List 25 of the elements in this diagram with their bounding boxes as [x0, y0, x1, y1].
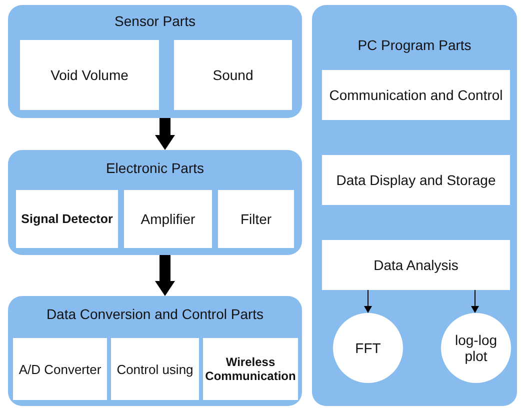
group-panel [8, 5, 302, 118]
panel-heading: Sensor Parts [114, 13, 196, 29]
group-panel [8, 296, 302, 406]
group-panel [312, 5, 517, 406]
component-box: Communication and Control [322, 70, 510, 120]
panel-heading: Electronic Parts [104, 160, 206, 176]
arrow [364, 290, 372, 313]
arrow [155, 118, 175, 150]
panel-heading: Data Conversion and Control Parts [45, 306, 265, 322]
panel-heading: PC Program Parts [356, 37, 472, 53]
method-circle: FFT [333, 313, 403, 383]
component-box: Amplifier [124, 190, 212, 248]
method-circle: log-log plot [441, 313, 511, 383]
arrow [471, 290, 479, 313]
group-panel [8, 150, 302, 255]
component-box: Sound [174, 40, 292, 110]
component-box: A/D Converter [13, 338, 107, 400]
arrow [155, 255, 175, 296]
component-box: Data Display and Storage [322, 155, 510, 205]
component-box: Control using [111, 338, 199, 400]
component-box: Signal Detector [16, 190, 118, 248]
component-box: Filter [218, 190, 294, 248]
component-box: Void Volume [20, 40, 159, 110]
component-box: Data Analysis [322, 240, 510, 290]
component-box: Wireless Communication [203, 338, 298, 400]
